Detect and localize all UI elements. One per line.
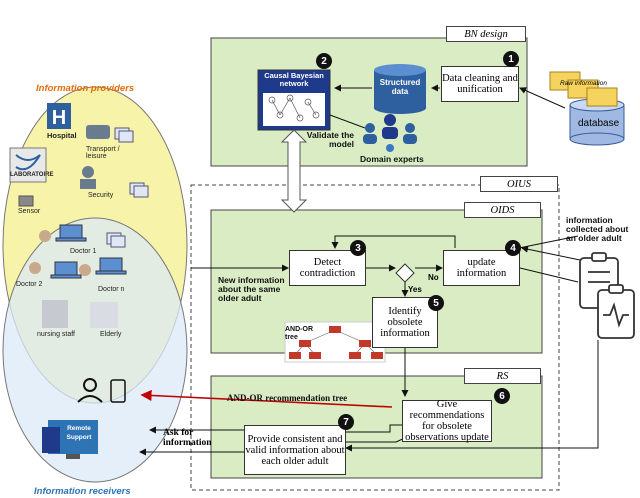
oius-panel [190,184,560,491]
structured-data-label: Structured data [379,78,421,96]
elderly-label: Elderly [100,331,122,338]
oius-tag: OIUS [480,176,558,192]
transport-icon [86,125,110,139]
security-icon [80,166,96,189]
security-label: Security [88,192,114,199]
laptop-icons [50,224,127,279]
remote-support-label: Remote Support [66,425,92,441]
document-icons [106,127,149,248]
laboratoire-label: LABORATOIRE [10,172,54,178]
receiver-user-icon [77,378,126,403]
bn-design-tag: BN design [446,26,526,42]
and-or-rec-tree-label: AND-OR recommendation tree [227,393,348,403]
oids-tag: OIDS [464,202,541,218]
step-3-badge: 3 [350,240,366,256]
remote-support-icon [42,420,98,459]
doctor-avatars [29,230,91,276]
data-cleaning-box: Data cleaning and unification [441,66,519,102]
svg-text:H: H [52,107,66,129]
detect-contradiction-box: Detect contradiction [289,250,366,286]
and-or-tree-label: AND-OR tree [285,326,313,341]
causal-bn-label: Causal Bayesian network [264,71,324,88]
bn-oius-double-arrow [280,129,308,213]
update-information-box: update information [443,250,520,286]
info-providers-title: Information providers [36,83,135,94]
step-7-badge: 7 [338,414,354,430]
nursing-staff-label: nursing staff [37,331,76,338]
step-4-badge: 4 [505,240,521,256]
hospital-label: Hospital [47,131,77,140]
transport-label: Transport / leisure [86,146,120,160]
doctorn-label: Doctor n [98,286,125,293]
new-information-label: New information about the same older adu… [218,275,285,303]
validate-model-label: Validate the model [306,130,354,149]
domain-experts-label: Domain experts [360,154,424,164]
yes-label: Yes [408,285,422,294]
step-6-badge: 6 [494,388,510,404]
raw-information-folders [549,71,618,107]
database-label: database [578,118,620,129]
ask-for-information-label: Ask for information [163,428,212,448]
sensor-label: Sensor [18,208,41,215]
doctor1-label: Doctor 1 [70,248,97,255]
sensor-icon [18,195,34,207]
info-collected-label: information collected about an older adu… [566,215,629,243]
no-label: No [428,273,439,282]
step-5-badge: 5 [428,295,444,311]
info-receivers-title: Information receivers [34,486,131,497]
raw-information-label: Raw information [560,80,607,87]
rs-tag: RS [464,368,541,384]
red-recommendation-arrow [140,389,393,408]
give-recommendations-box: Give recommendations for obsolete observ… [402,399,492,443]
domain-experts-icons [363,114,417,152]
clipboard-icons [579,252,635,339]
step-1-badge: 1 [503,51,519,67]
doctor2-label: Doctor 2 [16,281,43,288]
structured-data-cylinder [374,64,426,114]
provide-consistent-box: Provide consistent and valid information… [244,425,346,475]
step-2-badge: 2 [316,53,332,69]
and-or-tree-image [284,321,386,363]
identify-obsolete-box: Identify obsolete information [372,297,438,348]
receivers-ellipse [2,217,188,483]
laboratoire-icon [9,147,47,183]
nursing-elderly-photos [42,300,118,328]
hospital-icon: H [47,103,71,129]
